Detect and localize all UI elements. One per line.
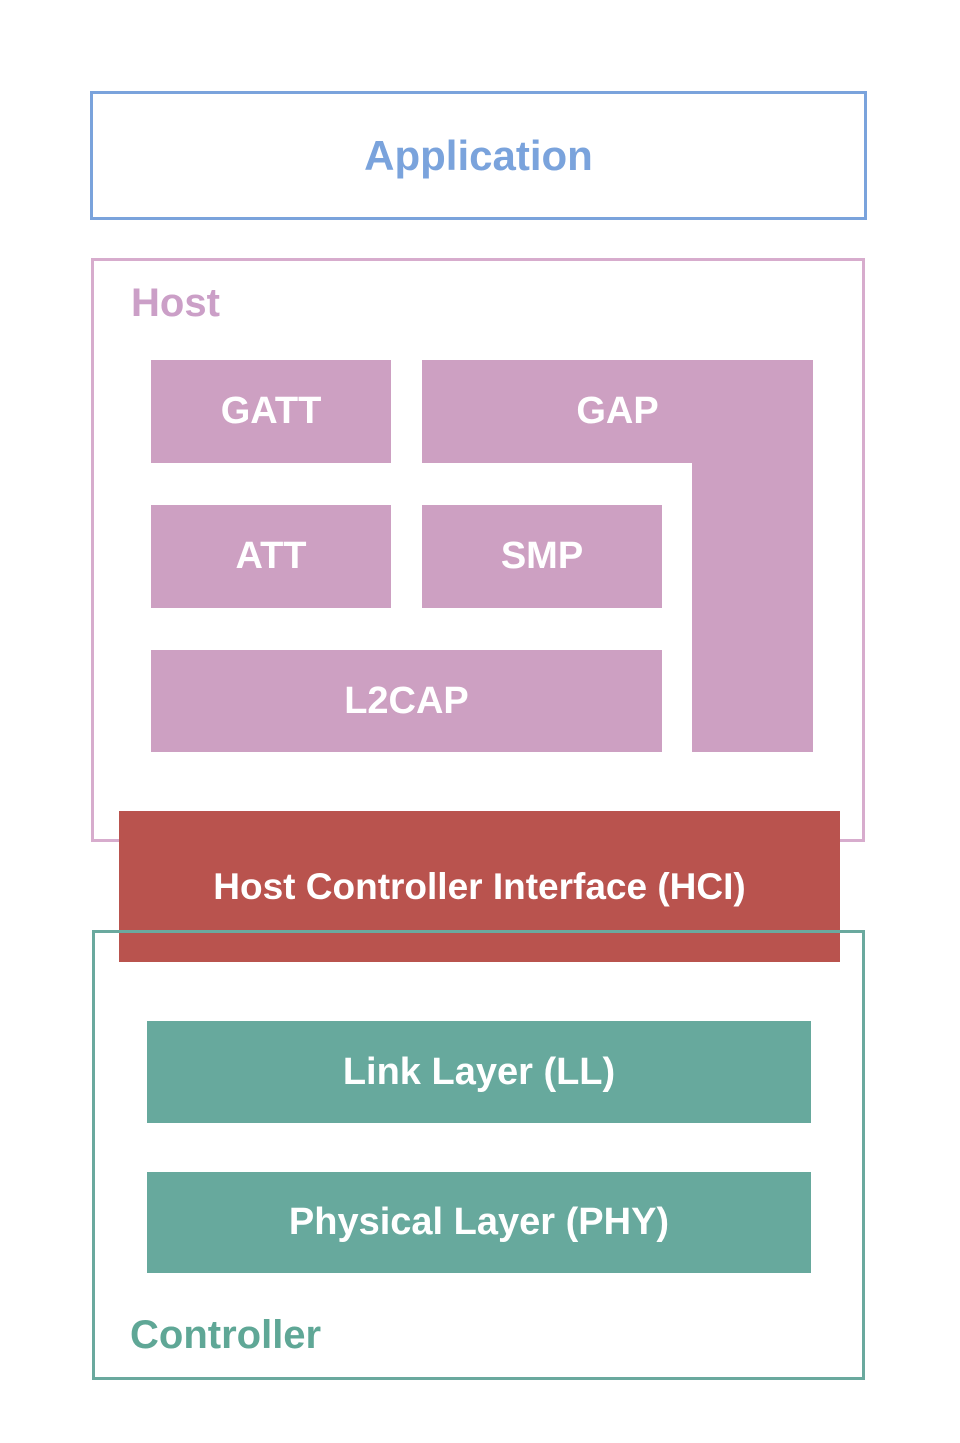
- host-label: Host: [131, 281, 220, 325]
- physical-layer-block: Physical Layer (PHY): [147, 1172, 811, 1273]
- gatt-block: GATT: [151, 360, 391, 463]
- hci-bar: Host Controller Interface (HCI): [119, 811, 840, 962]
- l2cap-block: L2CAP: [151, 650, 662, 752]
- controller-label: Controller: [130, 1313, 322, 1357]
- gap-block: GAP: [422, 360, 813, 463]
- controller-box: [92, 930, 865, 1380]
- gap-block-leg: [692, 462, 813, 752]
- link-layer-block: Link Layer (LL): [147, 1021, 811, 1123]
- application-box: Application: [90, 91, 867, 220]
- att-block: ATT: [151, 505, 391, 608]
- smp-block: SMP: [422, 505, 662, 608]
- application-label: Application: [364, 131, 593, 179]
